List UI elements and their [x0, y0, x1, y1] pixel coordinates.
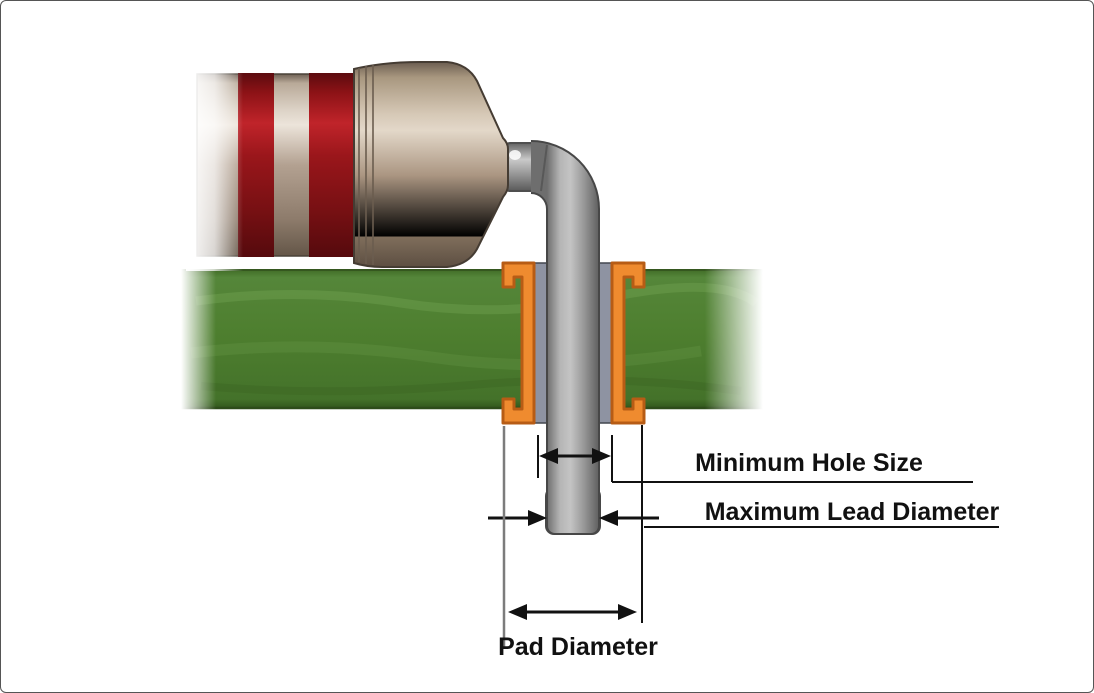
pcb-substrate — [181, 269, 763, 409]
arrow-head-right-icon — [618, 604, 637, 620]
resistor — [186, 61, 545, 271]
lead-elbow — [529, 142, 598, 501]
pcb-texture-streak — [200, 376, 742, 396]
barrel-wall-left — [533, 262, 548, 424]
dimension-maximum-lead-diameter: Maximum Lead Diameter — [488, 498, 1000, 528]
barrel-wall-right — [598, 262, 613, 424]
lead-seam — [540, 144, 548, 192]
maximum-lead-diameter-label: Maximum Lead Diameter — [705, 498, 1000, 526]
pcb-texture-streak — [195, 282, 759, 315]
dimension-pad-diameter: Pad Diameter — [498, 425, 658, 661]
resistor-band-1 — [238, 73, 274, 257]
pcb-board — [181, 269, 763, 410]
minimum-hole-size-label: Minimum Hole Size — [695, 449, 923, 477]
arrow-head-right-icon — [528, 510, 547, 526]
copper-pads — [501, 261, 646, 425]
lead-stub-highlight — [509, 150, 521, 160]
pad-left — [501, 261, 536, 425]
arrow-head-right-icon — [592, 448, 611, 464]
arrow-head-left-icon — [599, 510, 618, 526]
arrow-head-left-icon — [508, 604, 527, 620]
dimension-minimum-hole-size: Minimum Hole Size — [537, 435, 973, 483]
arrow-head-left-icon — [539, 448, 558, 464]
pad-diameter-label: Pad Diameter — [498, 633, 658, 661]
resistor-left-fade — [186, 61, 243, 271]
component-lead — [529, 140, 601, 535]
resistor-band-2 — [309, 73, 354, 257]
lead-tip — [548, 489, 598, 533]
resistor-end-cap — [353, 61, 509, 268]
pad-right — [610, 261, 646, 425]
